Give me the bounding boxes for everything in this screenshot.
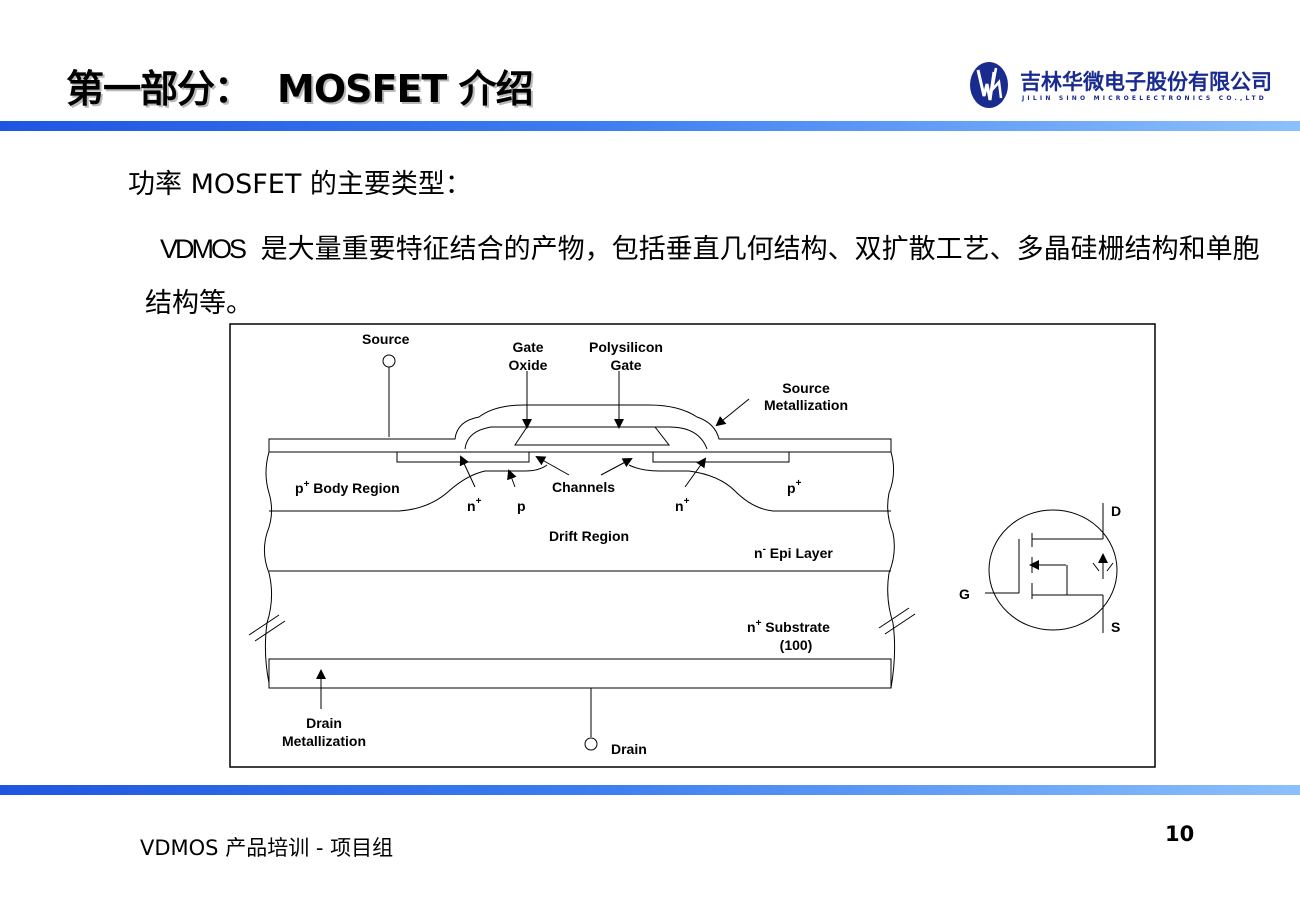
mosfet-symbol (985, 503, 1118, 633)
label-channels: Channels (552, 479, 615, 495)
source-terminal (382, 354, 396, 437)
header-accent-bar (0, 121, 1300, 131)
label-source-metal-1: Source (782, 380, 830, 396)
label-p-plus-right: p+ (787, 478, 802, 496)
p-right-plus: + (796, 478, 802, 489)
slide-title: 第一部分： MOSFET 介绍 (66, 58, 534, 113)
epi-text: Epi Layer (766, 545, 833, 561)
n-plus-source-right (652, 452, 790, 463)
body-p: p (295, 480, 304, 496)
footer-text: VDMOS 产品培训 - 项目组 (140, 836, 394, 860)
p-body-profile (269, 464, 891, 512)
diagram-frame (229, 323, 1156, 768)
label-gate-oxide-2: Oxide (509, 357, 548, 373)
footer-accent-bar (0, 785, 1300, 795)
title-english: MOSFET 介绍 (277, 67, 534, 111)
label-source: Source (362, 331, 410, 347)
body-paragraph: VDMOS 是大量重要特征结合的产物，包括垂直几何结构、双扩散工艺、多晶硅栅结构… (145, 222, 1260, 331)
label-polysilicon-2: Gate (610, 357, 641, 373)
label-drain-metal-2: Metallization (282, 733, 366, 749)
company-logo-icon (970, 62, 1008, 108)
label-drain-metal-1: Drain (306, 715, 342, 731)
break-mark-left (248, 614, 286, 642)
label-body-region: p+ Body Region (295, 479, 400, 496)
drain-terminal (584, 688, 598, 751)
n-left: n (467, 498, 476, 514)
symbol-label-gate: G (959, 586, 970, 602)
label-n-plus-left: n+ (467, 496, 482, 514)
section-subtitle: 功率 MOSFET 的主要类型： (128, 169, 472, 200)
epi-minus: - (763, 544, 766, 555)
label-n-plus-right: n+ (675, 496, 690, 514)
epi-n: n (754, 545, 763, 561)
pointer-arrows (316, 371, 750, 709)
symbol-label-drain: D (1111, 503, 1121, 519)
paragraph-text: 是大量重要特征结合的产物，包括垂直几何结构、双扩散工艺、多晶硅栅结构和单胞结构等… (145, 234, 1260, 319)
label-drain: Drain (611, 741, 647, 757)
p-right: p (787, 480, 796, 496)
sub-n: n (747, 619, 756, 635)
body-plus: + (304, 479, 310, 490)
wafer-left-edge (263, 451, 273, 684)
label-substrate-orientation: (100) (780, 637, 813, 653)
label-gate-oxide-1: Gate (512, 339, 543, 355)
label-source-metal-2: Metallization (764, 397, 848, 413)
sub-plus: + (756, 618, 762, 629)
company-name-en: JILIN SINO MICROELECTRONICS CO.,LTD (1022, 95, 1267, 102)
label-p: p (517, 498, 526, 514)
device-structure (248, 404, 916, 689)
company-name-cn: 吉林华微电子股份有限公司 (1020, 70, 1272, 94)
label-epi-layer: n- Epi Layer (754, 544, 833, 561)
n-left-plus: + (476, 496, 482, 507)
paragraph-lead-term: VDMOS (160, 234, 247, 264)
title-chinese: 第一部分： (66, 67, 252, 111)
body-text: Body Region (309, 480, 399, 496)
label-polysilicon-1: Polysilicon (589, 339, 663, 355)
n-right: n (675, 498, 684, 514)
label-drift-region: Drift Region (549, 528, 629, 544)
symbol-label-source: S (1111, 619, 1120, 635)
page-number: 10 (1165, 822, 1195, 846)
vdmos-cross-section-diagram: Source Gate Oxide Polysilicon Gate Sourc… (229, 323, 1156, 768)
break-mark-right (878, 607, 916, 635)
company-logo: 吉林华微电子股份有限公司 JILIN SINO MICROELECTRONICS… (968, 60, 1272, 110)
label-substrate: n+ Substrate (747, 618, 830, 635)
n-right-plus: + (684, 496, 690, 507)
drain-metallization (268, 658, 892, 689)
polysilicon-gate (514, 426, 671, 446)
sub-text: Substrate (761, 619, 830, 635)
wafer-right-edge (887, 451, 896, 689)
